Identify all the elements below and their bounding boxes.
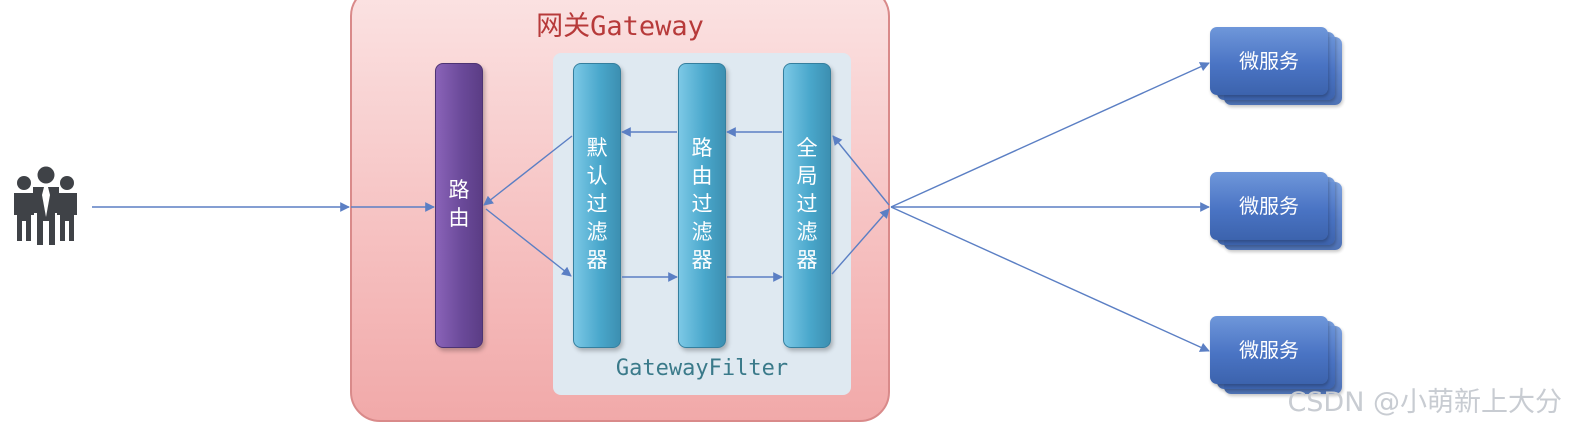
arrow-exit-to-service-3 [890, 206, 1210, 352]
gateway-title: 网关Gateway [536, 11, 704, 42]
filter-char: 认 [586, 164, 608, 188]
route-filter-pillar: 路 由 过 滤 器 [678, 63, 726, 348]
filter-char: 路 [691, 136, 713, 160]
filter-char: 过 [586, 192, 608, 216]
microservice-label: 微服务 [1239, 49, 1299, 73]
filter-char: 器 [586, 248, 608, 272]
filter-char: 器 [796, 248, 818, 272]
microservice-box-3: 微服务 [1210, 316, 1342, 394]
microservice-box-1: 微服务 [1210, 27, 1342, 105]
filter-char: 局 [796, 164, 818, 188]
filter-char: 滤 [691, 220, 713, 244]
arrow-default-filter-to-router [483, 135, 573, 206]
microservice-box-2: 微服务 [1210, 172, 1342, 250]
arrow-global-filter-to-exit [831, 208, 890, 275]
default-filter-label: 默 认 过 滤 器 [574, 134, 620, 274]
filter-char: 过 [691, 192, 713, 216]
router-char: 由 [448, 206, 470, 230]
gateway-filter-label: GatewayFilter [615, 356, 789, 381]
default-filter-pillar: 默 认 过 滤 器 [573, 63, 621, 348]
users-icon [14, 166, 77, 245]
router-pillar: 路 由 [435, 63, 483, 348]
filter-char: 器 [691, 248, 713, 272]
router-label: 路 由 [436, 176, 482, 232]
filter-char: 由 [691, 164, 713, 188]
arrow-exit-to-service-1 [890, 62, 1210, 208]
arrow-exit-to-global-filter [832, 135, 890, 206]
watermark-text: CSDN @小萌新上大分 [1287, 387, 1562, 418]
global-filter-pillar: 全 局 过 滤 器 [783, 63, 831, 348]
filter-char: 滤 [586, 220, 608, 244]
arrow-router-to-default-filter [485, 208, 572, 277]
filter-char: 过 [796, 192, 818, 216]
global-filter-label: 全 局 过 滤 器 [784, 134, 830, 274]
filter-char: 全 [796, 136, 818, 160]
microservice-label: 微服务 [1239, 338, 1299, 362]
router-char: 路 [448, 178, 470, 202]
microservice-label: 微服务 [1239, 194, 1299, 218]
filter-char: 滤 [796, 220, 818, 244]
route-filter-label: 路 由 过 滤 器 [679, 134, 725, 274]
filter-char: 默 [586, 136, 608, 160]
